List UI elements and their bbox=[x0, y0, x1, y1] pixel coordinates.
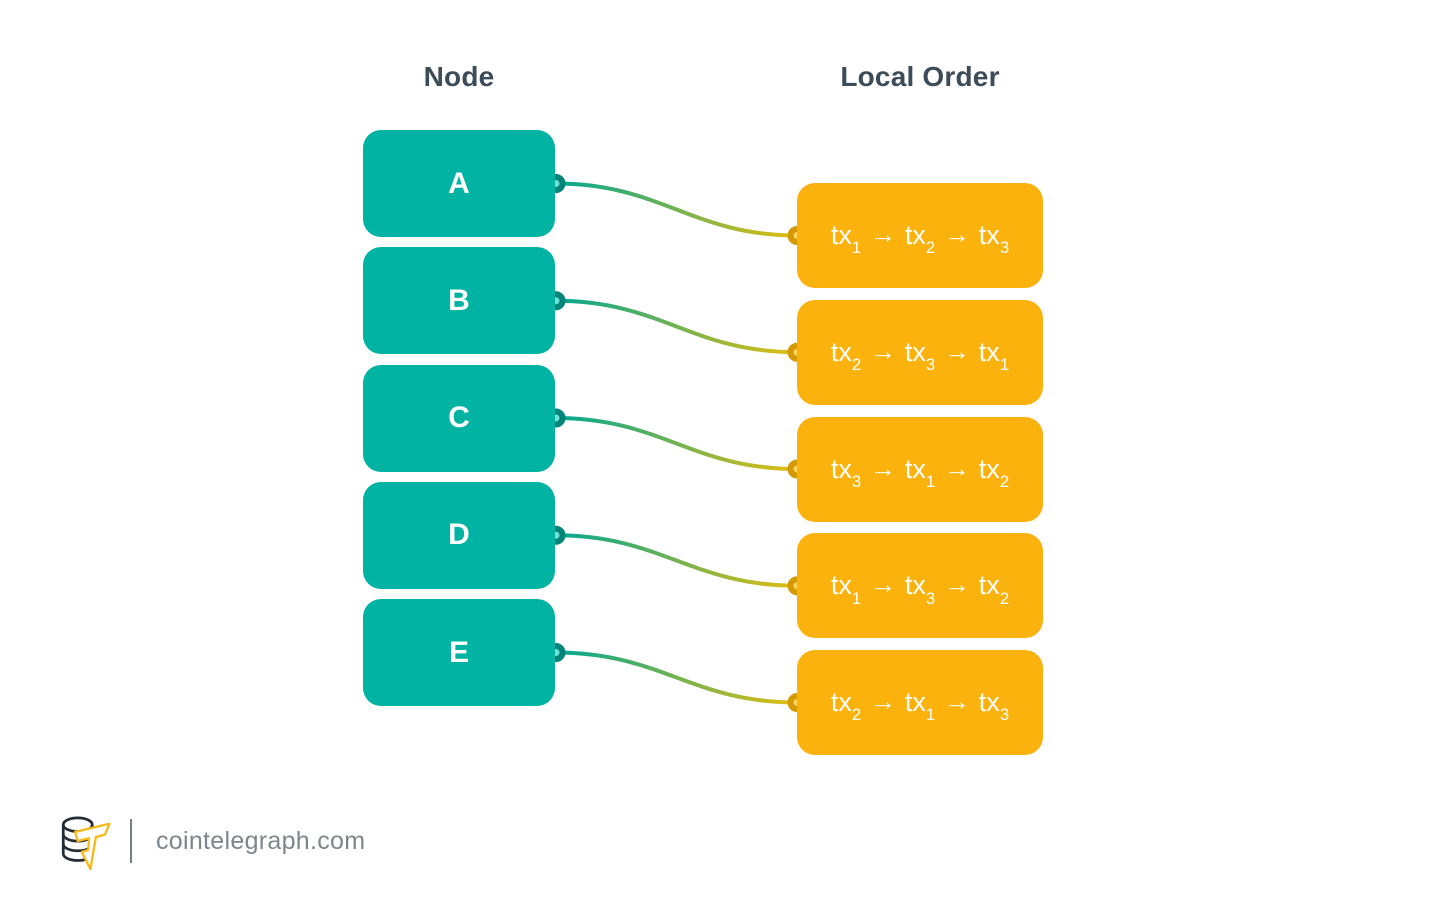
tx-item: tx1 bbox=[830, 220, 862, 258]
tx-subscript: 2 bbox=[999, 471, 1010, 491]
sequence-arrow: → bbox=[944, 221, 970, 249]
tx-item: tx1 bbox=[904, 687, 936, 725]
tx-subscript: 2 bbox=[999, 588, 1010, 608]
tx-item: tx2 bbox=[830, 336, 862, 375]
tx-subscript: 1 bbox=[925, 471, 936, 491]
sequence-arrow: → bbox=[870, 571, 896, 600]
footer-divider bbox=[130, 819, 132, 863]
tx-subscript: 1 bbox=[851, 238, 862, 258]
tx-subscript: 3 bbox=[999, 705, 1010, 725]
local-order-box-b: tx2 → tx3 → tx1 bbox=[797, 299, 1043, 405]
sequence-arrow: → bbox=[944, 454, 970, 483]
tx-item: tx2 bbox=[904, 220, 936, 258]
node-label: C bbox=[448, 401, 470, 434]
node-label: B bbox=[448, 283, 470, 317]
tx-subscript: 2 bbox=[925, 238, 936, 258]
tx-item: tx1 bbox=[830, 570, 862, 608]
tx-subscript: 1 bbox=[999, 355, 1010, 375]
column-header-local-order: Local Order bbox=[840, 61, 1000, 92]
sequence-arrow: → bbox=[944, 571, 970, 600]
sequence-arrow: → bbox=[870, 221, 896, 249]
sequence-arrow: → bbox=[870, 337, 896, 366]
connector-curve-b bbox=[555, 298, 798, 355]
local-order-box-c: tx3 → tx1 → tx2 bbox=[797, 416, 1043, 522]
tx-item: tx2 bbox=[978, 570, 1010, 608]
tx-item: tx3 bbox=[978, 687, 1010, 725]
tx-subscript: 2 bbox=[851, 355, 862, 375]
sequence-arrow: → bbox=[944, 688, 970, 716]
tx-item: tx3 bbox=[904, 336, 936, 375]
tx-subscript: 3 bbox=[999, 238, 1010, 258]
node-label: E bbox=[448, 635, 469, 669]
tx-item: tx2 bbox=[830, 687, 862, 725]
footer-site-text: cointelegraph.com bbox=[156, 826, 366, 855]
node-label: A bbox=[448, 166, 470, 200]
local-order-box-a: tx1 → tx2 → tx3 bbox=[797, 183, 1043, 288]
node-label: D bbox=[448, 518, 470, 552]
footer-branding: cointelegraph.com bbox=[56, 810, 365, 872]
tx-item: tx2 bbox=[978, 453, 1010, 491]
connector-curve-c bbox=[555, 416, 798, 471]
sequence-arrow: → bbox=[870, 688, 896, 716]
tx-item: tx1 bbox=[978, 336, 1010, 375]
node-box-b: B bbox=[363, 247, 555, 355]
tx-subscript: 3 bbox=[925, 588, 936, 608]
node-box-d: D bbox=[363, 481, 555, 589]
node-box-a: A bbox=[363, 130, 555, 237]
cointelegraph-logo-icon bbox=[61, 816, 111, 871]
local-order-box-d: tx1 → tx3 → tx2 bbox=[797, 533, 1043, 639]
tx-subscript: 1 bbox=[925, 705, 936, 725]
tx-item: tx3 bbox=[830, 453, 862, 491]
node-box-c: C bbox=[363, 364, 555, 472]
local-order-box-e: tx2 → tx1 → tx3 bbox=[797, 650, 1043, 755]
node-box-e: E bbox=[363, 599, 555, 706]
tx-subscript: 3 bbox=[925, 355, 936, 375]
tx-item: tx1 bbox=[904, 453, 936, 491]
sequence-arrow: → bbox=[870, 454, 896, 483]
tx-subscript: 3 bbox=[851, 471, 862, 491]
sequence-arrow: → bbox=[944, 337, 970, 366]
connector-curve-e bbox=[555, 650, 798, 705]
tx-subscript: 2 bbox=[851, 705, 862, 725]
connector-curve-d bbox=[555, 533, 798, 588]
tx-item: tx3 bbox=[904, 570, 936, 608]
column-header-node: Node bbox=[423, 61, 495, 92]
connector-curve-a bbox=[555, 181, 798, 238]
tx-item: tx3 bbox=[978, 220, 1010, 258]
tx-subscript: 1 bbox=[851, 588, 862, 608]
